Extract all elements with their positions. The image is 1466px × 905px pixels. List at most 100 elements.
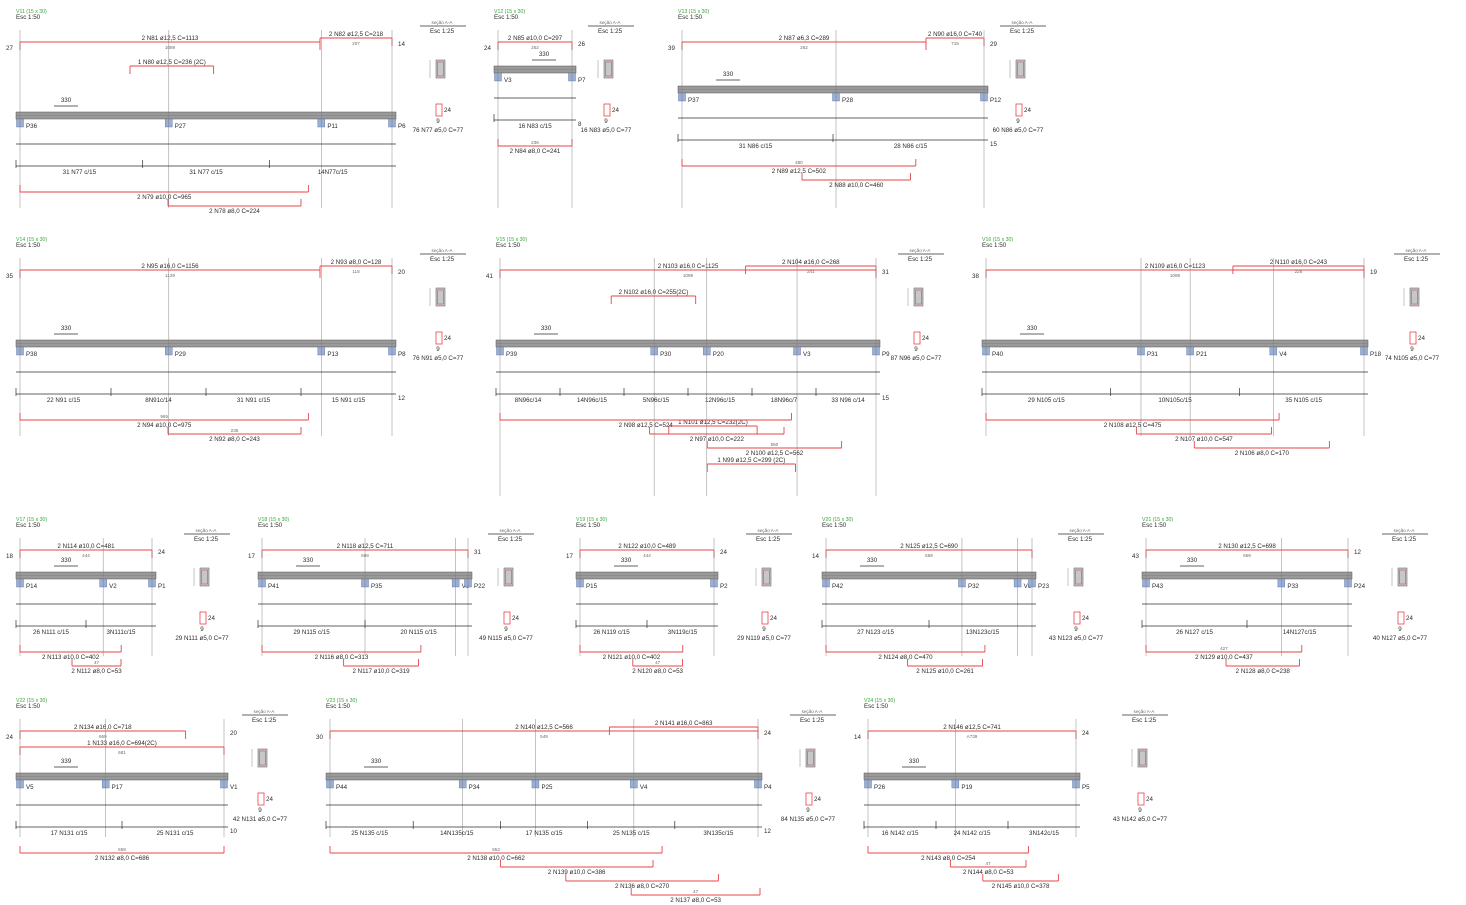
support-label: V5	[26, 784, 34, 791]
section-title: seção A-A	[196, 528, 218, 533]
support-label: P36	[26, 123, 38, 130]
section-title: seção A-A	[1070, 528, 1092, 533]
bottom-rebar-label: 2 N116 ø8,0 C=313	[315, 654, 369, 661]
support-label: P24	[1354, 583, 1366, 590]
bottom-rebar-label: 2 N106 ø8,0 C=170	[1235, 450, 1290, 457]
section-stirrup	[505, 569, 512, 585]
dimension-label: 330	[723, 71, 734, 78]
dimension-label: 43	[1132, 553, 1139, 560]
support-label: P41	[268, 583, 280, 590]
beam-scale: Esc 1:50	[822, 522, 847, 529]
stirrup-label: 31 N77 c/15	[189, 169, 223, 176]
top-rebar-label: 2 N109 ø16,0 C=1123	[1145, 263, 1206, 270]
stirrup-label: 33 N96 c/14	[831, 397, 865, 404]
bottom-rebar-label: 2 N92 ø8,0 C=243	[209, 436, 260, 443]
section-title: seção A-A	[910, 248, 932, 253]
section-dim-height: 24	[1082, 615, 1089, 622]
section-title: seção A-A	[1134, 709, 1156, 714]
section-dim-width: 9	[806, 807, 810, 814]
section-title: seção A-A	[600, 20, 622, 25]
bottom-rebar: 2 N106 ø8,0 C=170	[1193, 441, 1330, 457]
section-stirrup	[605, 61, 612, 77]
top-rebar-length: 1099	[683, 273, 694, 278]
stirrup-shape	[805, 792, 813, 806]
section-dim-height: 24	[208, 615, 215, 622]
top-rebar-label: 1 N101 ø12,5 C=232(2C)	[678, 419, 748, 426]
section-box	[1073, 567, 1084, 587]
stirrup-shape	[1073, 611, 1081, 625]
bottom-rebar: 2 N136 ø8,0 C=270	[565, 874, 719, 890]
stirrup-label: 24 N142 c/15	[954, 830, 991, 837]
top-rebar-length: 669	[99, 734, 107, 739]
top-rebar: 1 N101 ø12,5 C=232(2C)	[668, 419, 758, 434]
section-box	[913, 287, 924, 307]
bottom-rebar: 2 N116 ø8,0 C=313	[261, 645, 422, 661]
stirrup-label: 22 N91 c/15	[47, 397, 81, 404]
stirrup-label: 20 N115 c/15	[400, 629, 437, 636]
dimension-label: 24	[1082, 730, 1089, 737]
section-scale: Esc 1:25	[1010, 28, 1035, 35]
dimension-label: 24	[764, 730, 771, 737]
support-label: P34	[469, 784, 481, 791]
top-rebar-label: 2 N82 ø12,5 C=218	[329, 31, 384, 38]
bottom-rebar-label: 2 N113 ø10,0 C=402	[42, 654, 100, 661]
support-label: P38	[26, 351, 38, 358]
support-label: V3	[504, 77, 512, 84]
stirrup-label: 8N91c/14	[145, 397, 172, 404]
section-stirrup	[437, 289, 444, 305]
section-box	[435, 59, 446, 79]
support-label: P20	[713, 351, 725, 358]
top-rebar-length: 669	[925, 553, 933, 558]
section-box	[603, 59, 614, 79]
beam-scale: Esc 1:50	[982, 242, 1007, 249]
bottom-rebar: 2 N139 ø10,0 C=386	[499, 860, 654, 876]
dimension-label: 330	[1027, 325, 1038, 332]
bottom-rebar-label: 2 N120 ø8,0 C=53	[632, 668, 683, 675]
section-dim-width: 9	[1398, 626, 1402, 633]
dimension-label: 20	[230, 730, 237, 737]
section-dim-width: 9	[762, 626, 766, 633]
dimension-label: 330	[909, 758, 920, 765]
stirrup-shape	[1409, 331, 1417, 345]
support-label: P1	[158, 583, 166, 590]
bottom-rebar: 2 N88 ø10,0 C=460	[801, 173, 911, 189]
top-rebar-label: 2 N146 ø12,5 C=741	[943, 724, 1001, 731]
beam-detail: V17 (15 x 30)Esc 1:502 N114 ø10,0 C=4814…	[6, 517, 230, 675]
top-rebar-label: 2 N93 ø8,0 C=128	[331, 259, 382, 266]
support-label: P31	[1147, 351, 1159, 358]
support-label: P2	[720, 583, 728, 590]
dimension-label: 339	[61, 758, 72, 765]
dimension-label: 24	[6, 734, 13, 741]
support-label: P13	[327, 351, 339, 358]
stirrup-label: 3N135c/15	[703, 830, 733, 837]
top-rebar-label: 2 N104 ø16,0 C=268	[782, 259, 840, 266]
section-stirrup	[915, 289, 922, 305]
stirrup-label: 8N96c/14	[515, 397, 542, 404]
section-stirrup	[259, 750, 266, 766]
section-title: seção A-A	[1406, 248, 1428, 253]
bottom-rebar-label: 2 N88 ø10,0 C=460	[829, 182, 884, 189]
section-dim-width: 9	[1074, 626, 1078, 633]
bottom-rebar-label: 2 N132 ø8,0 C=686	[95, 855, 150, 862]
bottom-rebar-label: 2 N84 ø8,0 C=241	[510, 148, 561, 155]
bottom-rebar-length: 480	[795, 160, 803, 165]
section-title: seção A-A	[1394, 528, 1416, 533]
section-dim-width: 9	[1410, 346, 1414, 353]
bottom-rebar-label: 2 N112 ø8,0 C=53	[71, 668, 122, 675]
support-label: P21	[1196, 351, 1208, 358]
beam-scale: Esc 1:50	[16, 14, 41, 21]
stirrup-shape	[435, 103, 443, 117]
dimension-label: 27	[6, 45, 13, 52]
section-dim-height: 24	[444, 335, 451, 342]
top-rebar-label: 2 N122 ø10,0 C=489	[618, 543, 676, 550]
support-label: P27	[175, 123, 187, 130]
support-label: P25	[541, 784, 553, 791]
support-label: P43	[1152, 583, 1164, 590]
beam-title: V14 (15 x 30)	[16, 237, 47, 243]
dimension-label: 330	[867, 557, 878, 564]
